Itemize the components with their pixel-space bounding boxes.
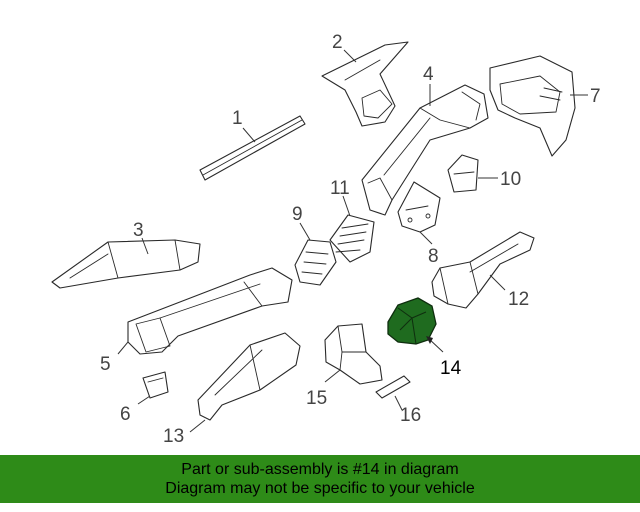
part-9-vent[interactable] [294, 239, 337, 286]
callout-9[interactable]: 9 [292, 204, 303, 225]
part-10-vent[interactable] [447, 154, 479, 193]
callout-16[interactable]: 16 [400, 405, 421, 426]
leader-9 [299, 222, 311, 241]
part-5-duct[interactable] [127, 267, 293, 355]
callout-6[interactable]: 6 [120, 404, 131, 425]
leader-8 [419, 231, 433, 245]
part-8-bracket[interactable] [397, 181, 441, 233]
callout-12[interactable]: 12 [508, 289, 529, 310]
callout-13[interactable]: 13 [163, 426, 184, 447]
part-12-duct[interactable] [431, 231, 535, 309]
part-14-highlighted[interactable] [387, 297, 437, 345]
callout-1[interactable]: 1 [232, 108, 243, 129]
callout-4[interactable]: 4 [423, 64, 434, 85]
leader-5 [117, 341, 129, 355]
part-11-grille[interactable] [329, 214, 375, 263]
leader-11 [342, 195, 351, 217]
banner-line-2: Diagram may not be specific to your vehi… [165, 480, 475, 497]
callout-14[interactable]: 14 [440, 358, 462, 379]
leader-15 [324, 369, 341, 383]
info-banner: Part or sub-assembly is #14 in diagram D… [0, 455, 640, 503]
callout-7[interactable]: 7 [590, 86, 601, 107]
part-4-duct[interactable] [361, 84, 489, 216]
banner-line-1: Part or sub-assembly is #14 in diagram [181, 461, 459, 478]
part-3-duct[interactable] [51, 239, 201, 289]
leader-12 [489, 274, 506, 291]
leader-2 [343, 49, 357, 63]
callout-2[interactable]: 2 [332, 32, 343, 53]
callout-3[interactable]: 3 [133, 220, 144, 241]
leader-6 [137, 395, 151, 405]
callout-5[interactable]: 5 [100, 354, 111, 375]
parts-diagram: 1 2 4 7 3 5 [51, 32, 601, 447]
leader-14-arrowhead [426, 336, 433, 344]
leader-13 [189, 419, 206, 433]
callout-10[interactable]: 10 [500, 169, 521, 190]
part-2-duct[interactable] [321, 41, 409, 127]
leader-1 [242, 127, 256, 143]
callout-11[interactable]: 11 [330, 178, 350, 199]
callout-15[interactable]: 15 [306, 388, 327, 409]
part-6-vent[interactable] [142, 371, 169, 399]
callout-8[interactable]: 8 [428, 246, 439, 267]
leader-16 [394, 395, 403, 411]
part-16-piece[interactable] [375, 375, 411, 399]
part-7-vent-assembly[interactable] [489, 55, 576, 157]
part-15-duct[interactable] [324, 323, 383, 385]
leader-3 [141, 237, 149, 255]
part-13-duct[interactable] [197, 332, 301, 421]
part-1-strip[interactable] [199, 115, 306, 181]
